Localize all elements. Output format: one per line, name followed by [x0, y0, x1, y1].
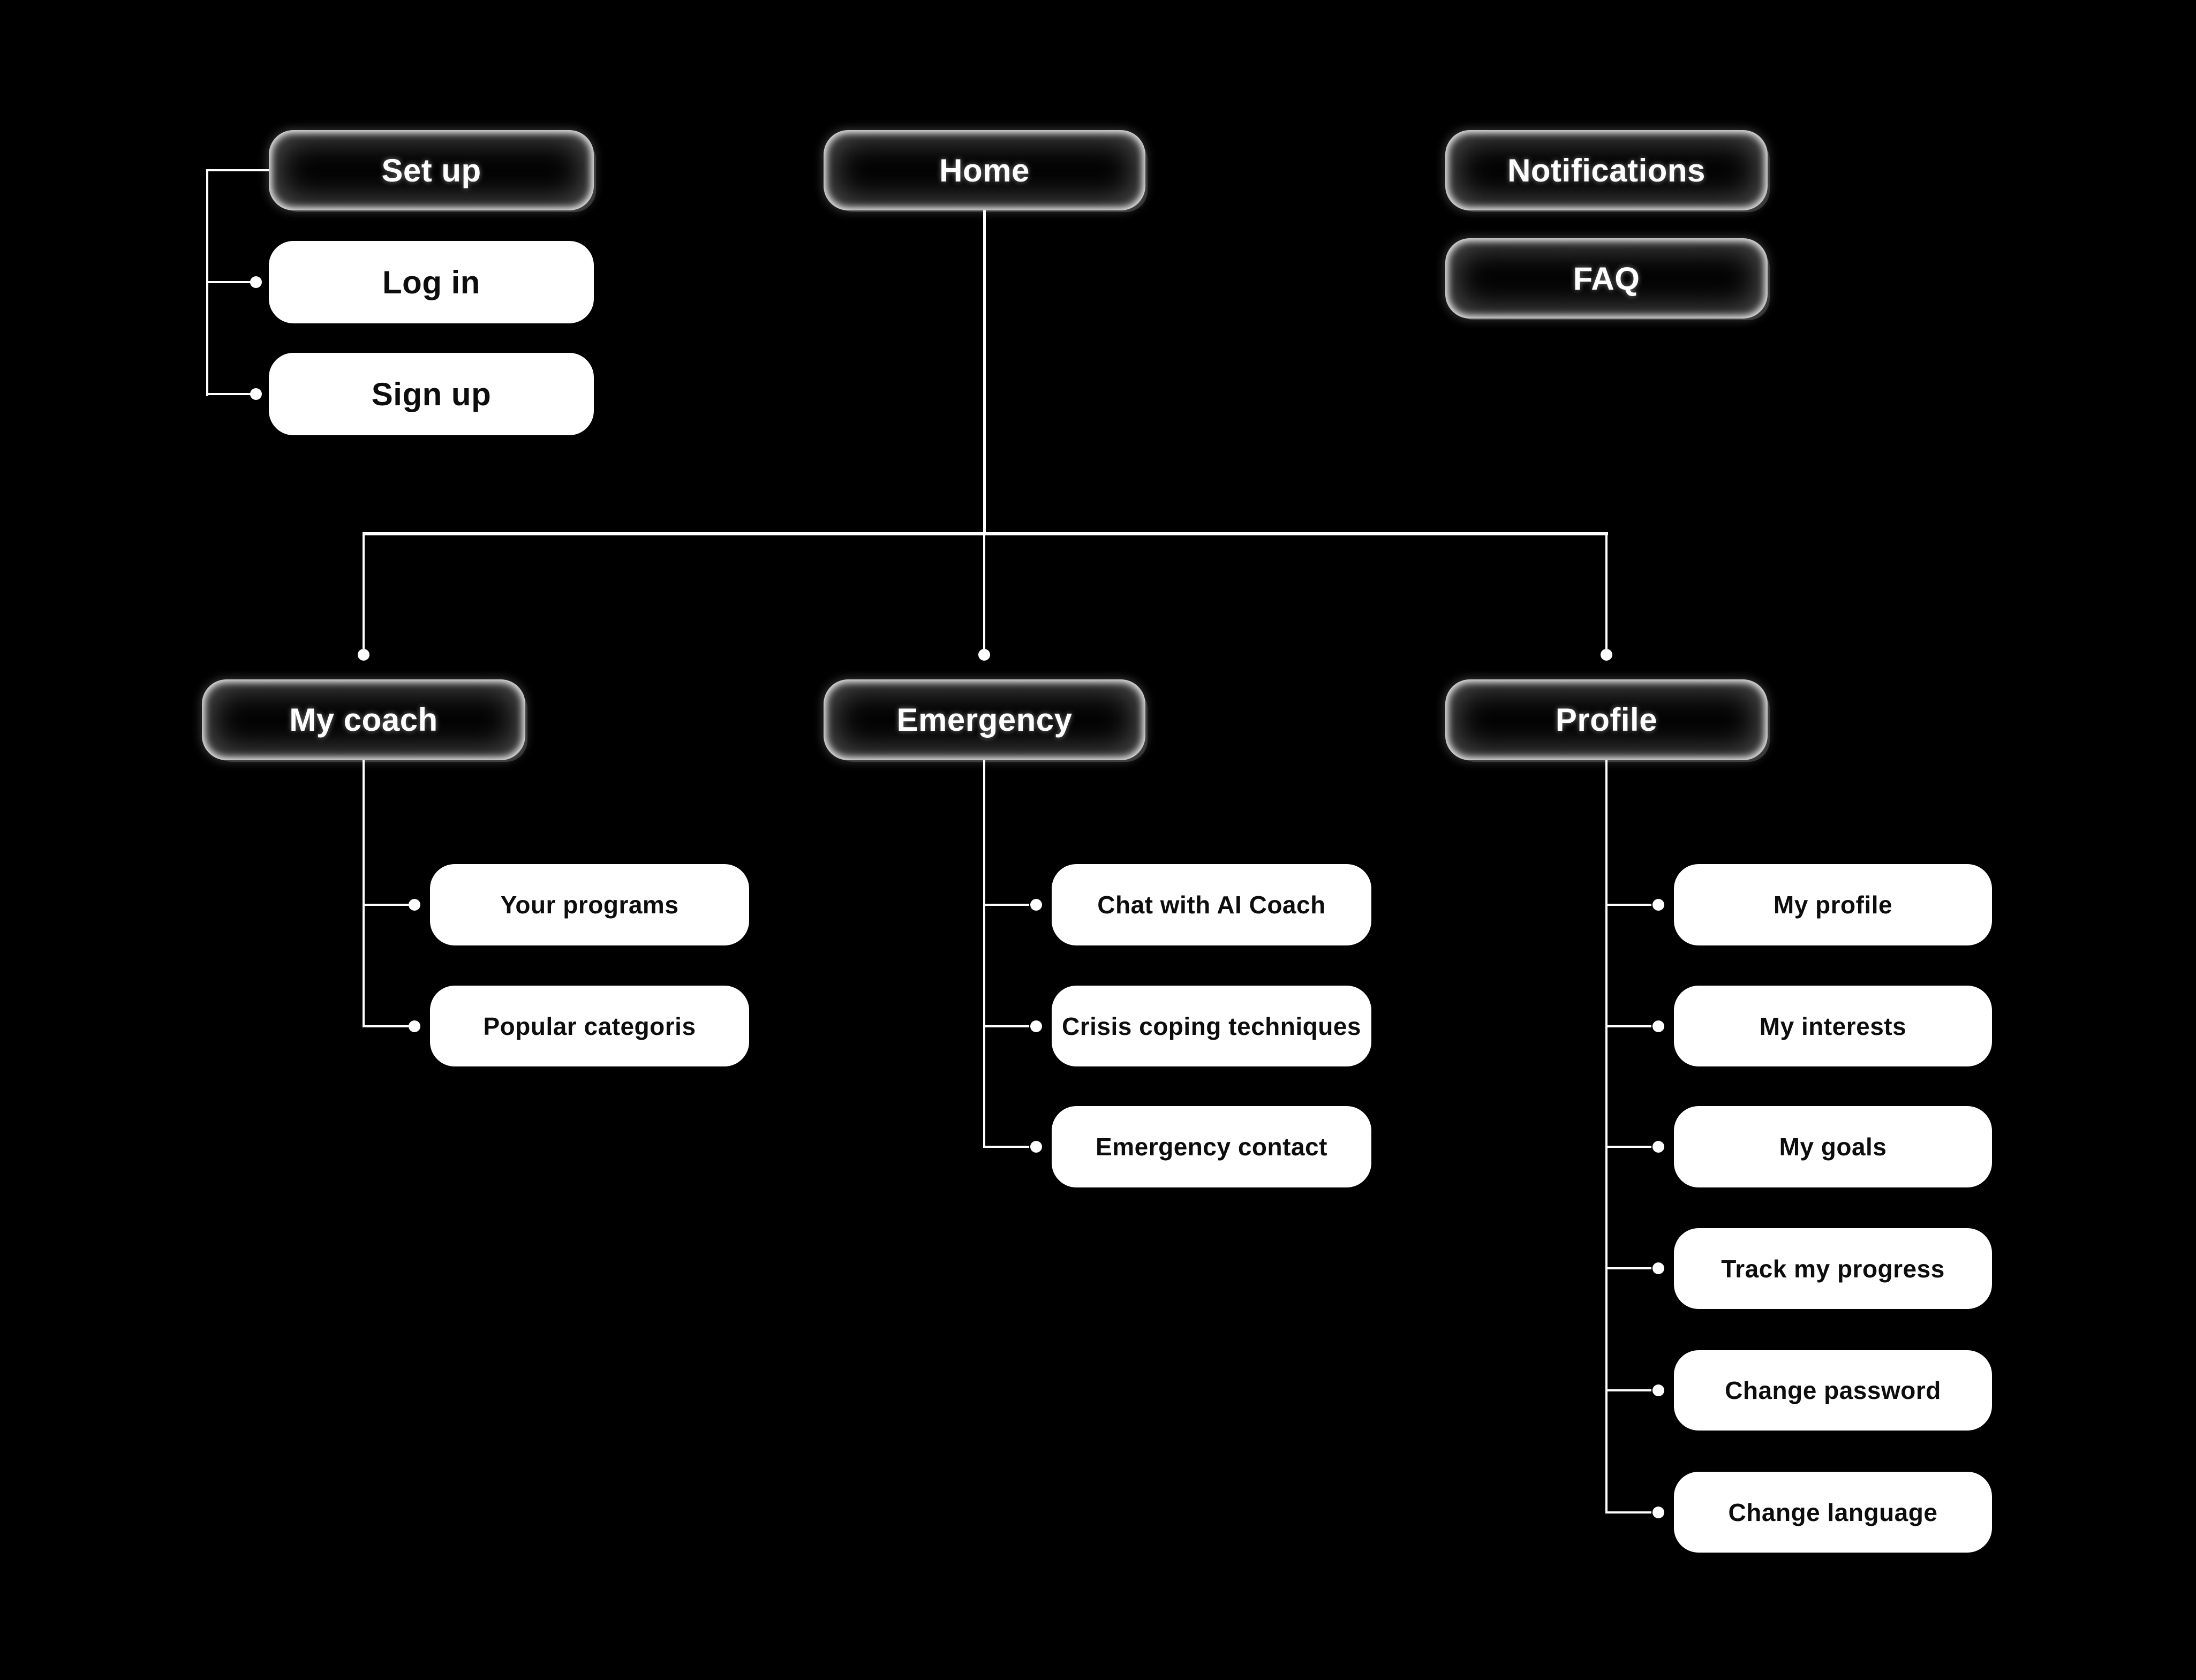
node-your-programs: Your programs — [430, 864, 749, 945]
connector-track-progress-dot — [1652, 1262, 1664, 1274]
connector-drop-my-coach — [363, 535, 365, 649]
node-label: My interests — [1759, 1012, 1907, 1040]
connector-my-coach-dot — [358, 649, 369, 661]
connector-main-horizontal — [363, 532, 1608, 535]
connector-home-trunk — [983, 209, 986, 534]
node-label: Emergency — [896, 702, 1073, 738]
node-emergency: Emergency — [824, 679, 1145, 760]
connector-login-dot — [250, 276, 262, 288]
connector-crisis-dot — [1030, 1020, 1042, 1032]
node-emergency-contact: Emergency contact — [1052, 1106, 1371, 1187]
node-my-profile: My profile — [1674, 864, 1992, 945]
node-label: Change language — [1728, 1498, 1938, 1526]
connector-login-stub — [206, 281, 252, 283]
node-label: My coach — [289, 702, 438, 738]
connector-popular-categoris-dot — [409, 1020, 420, 1032]
connector-your-programs-dot — [409, 899, 420, 911]
connector-change-language-stub — [1606, 1511, 1651, 1513]
connector-signup-stub — [206, 393, 252, 395]
node-notifications: Notifications — [1445, 130, 1768, 210]
connector-my-interests-dot — [1652, 1020, 1664, 1032]
node-label: My goals — [1779, 1133, 1887, 1161]
node-sign-up: Sign up — [269, 353, 594, 435]
connector-profile-dot — [1601, 649, 1612, 661]
connector-your-programs-stub — [364, 904, 409, 906]
node-my-interests: My interests — [1674, 986, 1992, 1066]
connector-change-password-dot — [1652, 1384, 1664, 1396]
node-set-up: Set up — [269, 130, 594, 210]
connector-my-interests-stub — [1606, 1025, 1651, 1027]
node-popular-categoris: Popular categoris — [430, 986, 749, 1066]
connector-my-profile-dot — [1652, 899, 1664, 911]
node-label: Set up — [381, 152, 481, 188]
node-label: Your programs — [500, 891, 679, 919]
connector-setup-branch — [206, 169, 269, 171]
node-my-coach: My coach — [202, 679, 525, 760]
connector-chat-stub — [984, 904, 1029, 906]
node-my-goals: My goals — [1674, 1106, 1992, 1187]
node-label: Notifications — [1507, 152, 1706, 188]
connector-drop-emergency — [983, 535, 985, 649]
node-label: Chat with AI Coach — [1097, 891, 1326, 919]
connector-emergency-contact-stub — [984, 1146, 1029, 1148]
connector-change-password-stub — [1606, 1389, 1651, 1391]
node-label: Log in — [382, 264, 480, 300]
node-change-password: Change password — [1674, 1350, 1992, 1431]
node-profile: Profile — [1445, 679, 1768, 760]
node-label: Sign up — [371, 376, 492, 412]
connector-my-profile-stub — [1606, 904, 1651, 906]
node-home: Home — [824, 130, 1145, 210]
node-label: Track my progress — [1721, 1254, 1945, 1283]
connector-emergency-spine — [983, 760, 985, 1148]
node-label: Profile — [1555, 702, 1658, 738]
connector-track-progress-stub — [1606, 1267, 1651, 1269]
connector-profile-spine — [1605, 760, 1608, 1513]
connector-emergency-dot — [978, 649, 990, 661]
node-track-my-progress: Track my progress — [1674, 1228, 1992, 1309]
node-label: FAQ — [1573, 260, 1640, 297]
node-label: Emergency contact — [1096, 1133, 1327, 1161]
node-log-in: Log in — [269, 241, 594, 323]
node-label: Change password — [1725, 1376, 1941, 1404]
connector-crisis-stub — [984, 1025, 1029, 1027]
connector-emergency-contact-dot — [1030, 1141, 1042, 1153]
node-label: Popular categoris — [483, 1012, 696, 1040]
connector-my-goals-stub — [1606, 1146, 1651, 1148]
node-change-language: Change language — [1674, 1472, 1992, 1553]
connector-my-coach-spine — [363, 760, 365, 1027]
connector-drop-profile — [1605, 535, 1608, 649]
connector-signup-dot — [250, 388, 262, 400]
node-chat-with-ai-coach: Chat with AI Coach — [1052, 864, 1371, 945]
node-crisis-coping-techniques: Crisis coping techniques — [1052, 986, 1371, 1066]
connector-popular-categoris-stub — [364, 1025, 409, 1027]
connector-chat-dot — [1030, 899, 1042, 911]
connector-my-goals-dot — [1652, 1141, 1664, 1153]
connector-change-language-dot — [1652, 1507, 1664, 1518]
node-label: My profile — [1773, 891, 1893, 919]
node-faq: FAQ — [1445, 238, 1768, 319]
node-label: Crisis coping techniques — [1062, 1012, 1361, 1040]
node-label: Home — [939, 152, 1030, 188]
